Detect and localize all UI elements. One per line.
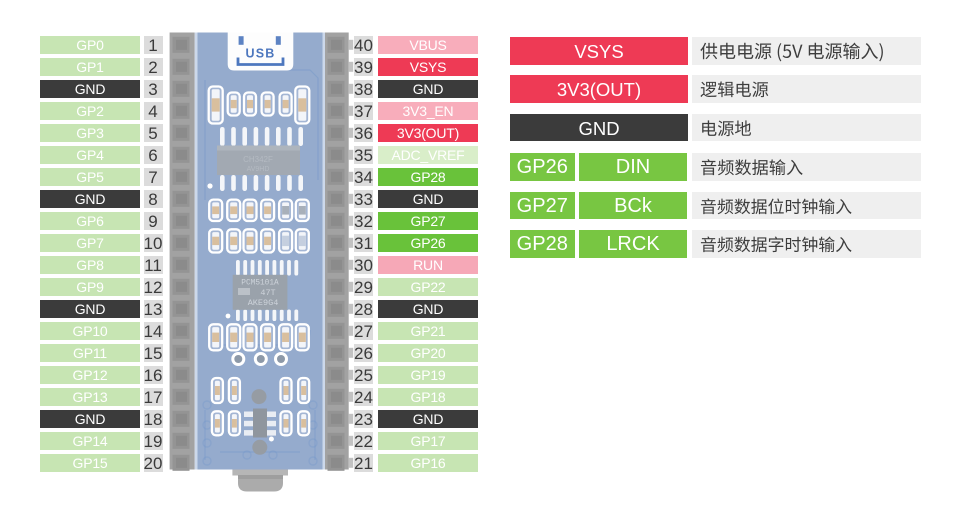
svg-text:CH342F: CH342F <box>243 155 273 164</box>
svg-text:AV9HD: AV9HD <box>247 166 270 173</box>
svg-text:47T: 47T <box>260 288 275 298</box>
svg-text:PCM5101A: PCM5101A <box>241 280 279 288</box>
svg-text:USB: USB <box>246 47 276 61</box>
svg-text:AKE9G4: AKE9G4 <box>248 298 279 308</box>
